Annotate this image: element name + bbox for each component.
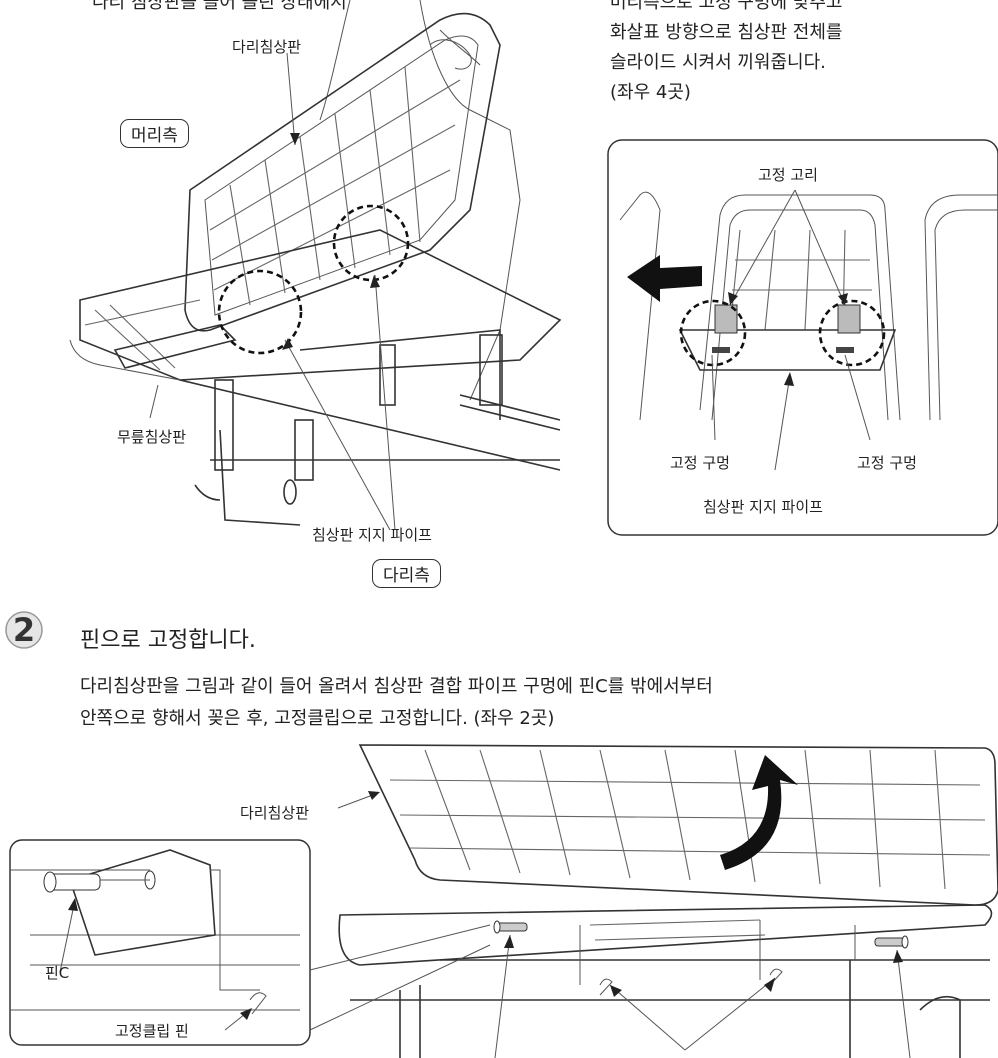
label-leg-board: 다리침상판	[232, 38, 302, 56]
label-inset-support-pipe: 침상판 지지 파이프	[703, 498, 823, 516]
top-text-line: (좌우 4곳)	[610, 82, 691, 103]
top-text-line: 화살표 방향으로 침상판 전체를	[610, 22, 843, 43]
label-support-pipe: 침상판 지지 파이프	[312, 526, 432, 544]
step-number-badge: 2	[4, 610, 44, 650]
top-text-line: 슬라이드 시켜서 끼워줍니다.	[610, 52, 826, 73]
step-2-desc-line1: 다리침상판을 그림과 같이 들어 올려서 침상판 결합 파이프 구멍에 핀C를 …	[80, 676, 713, 697]
step-2-desc-line2: 안쪽으로 향해서 꽂은 후, 고정클립으로 고정합니다. (좌우 2곳)	[80, 708, 555, 729]
top-text-right: 머리측으로 고정 구멍에 맞추고 화살표 방향으로 침상판 전체를 슬라이드 시…	[610, 0, 842, 108]
top-text-line: 머리측으로 고정 구멍에 맞추고	[610, 0, 843, 13]
step-2-title: 핀으로 고정합니다.	[80, 628, 256, 653]
label-head-side: 머리측	[120, 119, 189, 148]
label-fixing-hole-right: 고정 구멍	[857, 454, 917, 472]
label-knee-board: 무릎침상판	[117, 428, 187, 446]
label-fixing-hook: 고정 고리	[758, 166, 818, 184]
top-text-left: 다리 침상판을 들어 올린 상태에서	[92, 0, 347, 13]
label-fixing-hole-left: 고정 구멍	[670, 454, 730, 472]
step-number: 2	[12, 611, 36, 649]
label-pin-c: 핀C	[45, 964, 70, 982]
label-leg-board-2: 다리침상판	[240, 804, 310, 822]
label-clip-pin: 고정클립 핀	[115, 1022, 189, 1040]
label-leg-side: 다리측	[372, 559, 441, 588]
